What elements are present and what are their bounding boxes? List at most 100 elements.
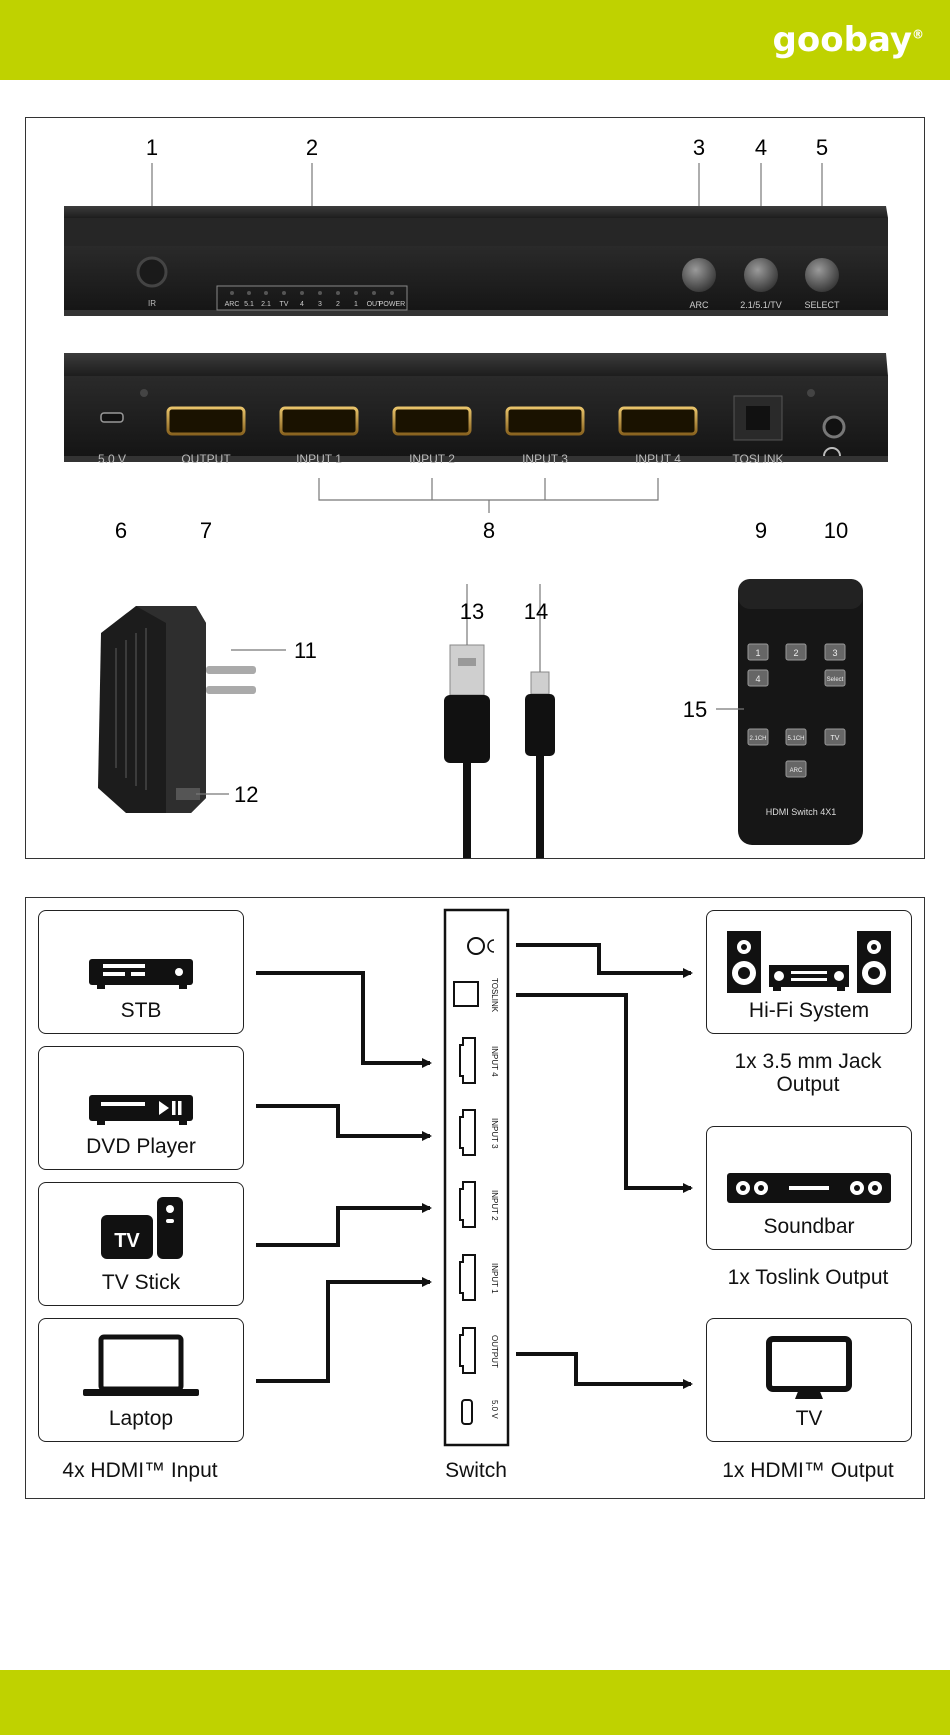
top-brand-band: goobay® bbox=[0, 0, 950, 80]
switch-port-input3: INPUT 3 bbox=[490, 1118, 499, 1149]
callout-3: 3 bbox=[693, 135, 705, 160]
input-3-port-label: INPUT 3 bbox=[522, 452, 568, 466]
callout-13: 13 bbox=[460, 599, 484, 624]
mode-button-label: 2.1/5.1/TV bbox=[740, 300, 782, 310]
tv-label: TV bbox=[795, 1407, 823, 1430]
remote-key-2-1ch: 2.1CH bbox=[749, 736, 766, 742]
callout-4: 4 bbox=[755, 135, 767, 160]
remote-key-3: 3 bbox=[832, 648, 837, 658]
remote-key-4: 4 bbox=[755, 674, 760, 684]
callout-10: 10 bbox=[824, 518, 848, 543]
line-stb-to-input4 bbox=[256, 971, 432, 1068]
led-label-3: 3 bbox=[318, 301, 322, 308]
jack-output-caption: 1x 3.5 mm Jack Output bbox=[706, 1050, 910, 1096]
hdmi-output-caption: 1x HDMI™ Output bbox=[722, 1459, 894, 1482]
laptop-icon bbox=[83, 1334, 199, 1396]
goobay-logo: goobay® bbox=[772, 20, 924, 60]
callout-15: 15 bbox=[683, 697, 707, 722]
remote-key-select: Select bbox=[827, 677, 844, 683]
connection-lines: TOSLINK INPUT 4 INPUT 3 INPUT 2 INPUT 1 … bbox=[256, 908, 693, 1447]
line-laptop-to-input1 bbox=[256, 1277, 432, 1383]
led-label-5-1: 5.1 bbox=[244, 301, 254, 308]
callout-2: 2 bbox=[306, 135, 318, 160]
power-adapter bbox=[98, 606, 256, 813]
led-label-tv: TV bbox=[280, 301, 289, 308]
usb-cable bbox=[444, 644, 555, 858]
inputs-caption: 4x HDMI™ Input bbox=[62, 1459, 218, 1482]
switch-port-input1: INPUT 1 bbox=[490, 1263, 499, 1294]
dc-label: 5.0 V bbox=[98, 452, 126, 466]
output-port-label: OUTPUT bbox=[181, 452, 231, 466]
input-1-port-label: INPUT 1 bbox=[296, 452, 342, 466]
jack-output-caption-line2: Output bbox=[776, 1073, 840, 1096]
switch-diagram: TOSLINK INPUT 4 INPUT 3 INPUT 2 INPUT 1 … bbox=[443, 908, 510, 1447]
dvd-player-icon bbox=[89, 1095, 193, 1125]
switch-port-toslink: TOSLINK bbox=[490, 978, 499, 1013]
input-box-dvd-player: DVD Player bbox=[38, 1046, 244, 1170]
remote-key-tv: TV bbox=[831, 735, 840, 742]
product-overview-panel: 1 2 3 4 5 IR ARC 5.1 2.1 TV 4 3 2 bbox=[25, 117, 925, 859]
callout-7: 7 bbox=[200, 518, 212, 543]
callout-14: 14 bbox=[524, 599, 548, 624]
stb-icon bbox=[89, 959, 193, 989]
remote-key-2: 2 bbox=[793, 648, 798, 658]
switch-port-dc: 5.0 V bbox=[490, 1400, 499, 1419]
switch-port-input4: INPUT 4 bbox=[490, 1046, 499, 1077]
connection-diagram-panel: TOSLINK INPUT 4 INPUT 3 INPUT 2 INPUT 1 … bbox=[25, 897, 925, 1499]
stb-label: STB bbox=[120, 999, 162, 1022]
callout-8: 8 bbox=[483, 518, 495, 543]
led-label-2-1: 2.1 bbox=[261, 301, 271, 308]
output-box-tv: TV bbox=[706, 1318, 912, 1442]
tv-stick-icon: TV bbox=[101, 1197, 183, 1259]
arc-button-label: ARC bbox=[689, 300, 709, 310]
hifi-system-label: Hi-Fi System bbox=[748, 999, 870, 1022]
callout-11: 11 bbox=[294, 638, 317, 663]
jack-output-caption-line1: 1x 3.5 mm Jack bbox=[734, 1050, 882, 1073]
callout-9: 9 bbox=[755, 518, 767, 543]
line-tvstick-to-input2 bbox=[256, 1203, 432, 1247]
led-label-arc: ARC bbox=[225, 301, 240, 308]
switch-port-input2: INPUT 2 bbox=[490, 1190, 499, 1221]
remote-key-5-1ch: 5.1CH bbox=[787, 736, 804, 742]
remote-control: 1 2 3 4 Select 2.1CH 5.1CH TV ARC HDMI S… bbox=[738, 579, 863, 845]
input-box-laptop: Laptop bbox=[38, 1318, 244, 1442]
switch-front-view: IR ARC 5.1 2.1 TV 4 3 2 1 OUT POWER ARC … bbox=[64, 206, 888, 316]
output-box-hifi-system: Hi-Fi System bbox=[706, 910, 912, 1034]
led-label-out: OUT bbox=[367, 301, 383, 308]
callout-1: 1 bbox=[146, 135, 158, 160]
ir-label: IR bbox=[148, 299, 156, 308]
led-label-power: POWER bbox=[379, 301, 405, 308]
tv-icon bbox=[766, 1336, 852, 1399]
line-dvd-to-input3 bbox=[256, 1104, 432, 1141]
product-illustration: 1 2 3 4 5 IR ARC 5.1 2.1 TV 4 3 2 bbox=[64, 135, 888, 858]
led-label-4: 4 bbox=[300, 301, 304, 308]
line-jack-to-hifi bbox=[516, 943, 693, 978]
remote-caption: HDMI Switch 4X1 bbox=[766, 807, 837, 817]
soundbar-label: Soundbar bbox=[763, 1215, 855, 1238]
line-output-to-tv bbox=[516, 1352, 693, 1389]
input-2-port-label: INPUT 2 bbox=[409, 452, 455, 466]
tv-stick-icon-text: TV bbox=[114, 1230, 140, 1252]
select-button-label: SELECT bbox=[804, 300, 840, 310]
tv-stick-label: TV Stick bbox=[101, 1271, 181, 1294]
switch-back-view: 5.0 V OUTPUT INPUT 1 INPUT 2 INPUT 3 INP… bbox=[64, 353, 888, 466]
toslink-port-label: TOSLINK bbox=[732, 452, 783, 466]
callout-5: 5 bbox=[816, 135, 828, 160]
dvd-player-label: DVD Player bbox=[86, 1135, 196, 1158]
switch-caption: Switch bbox=[445, 1459, 507, 1482]
output-box-soundbar: Soundbar bbox=[706, 1126, 912, 1250]
remote-key-arc: ARC bbox=[790, 768, 803, 774]
input-box-tv-stick: TV TV Stick bbox=[38, 1182, 244, 1306]
led-label-2: 2 bbox=[336, 301, 340, 308]
line-toslink-to-soundbar bbox=[516, 993, 693, 1193]
soundbar-icon bbox=[727, 1173, 891, 1203]
callout-12: 12 bbox=[234, 782, 258, 807]
hifi-system-icon bbox=[727, 931, 891, 993]
input-box-stb: STB bbox=[38, 910, 244, 1034]
remote-key-1: 1 bbox=[755, 648, 760, 658]
bottom-brand-band bbox=[0, 1670, 950, 1735]
led-label-1: 1 bbox=[354, 301, 358, 308]
laptop-label: Laptop bbox=[108, 1407, 174, 1430]
toslink-output-caption: 1x Toslink Output bbox=[727, 1266, 889, 1289]
input-4-port-label: INPUT 4 bbox=[635, 452, 681, 466]
